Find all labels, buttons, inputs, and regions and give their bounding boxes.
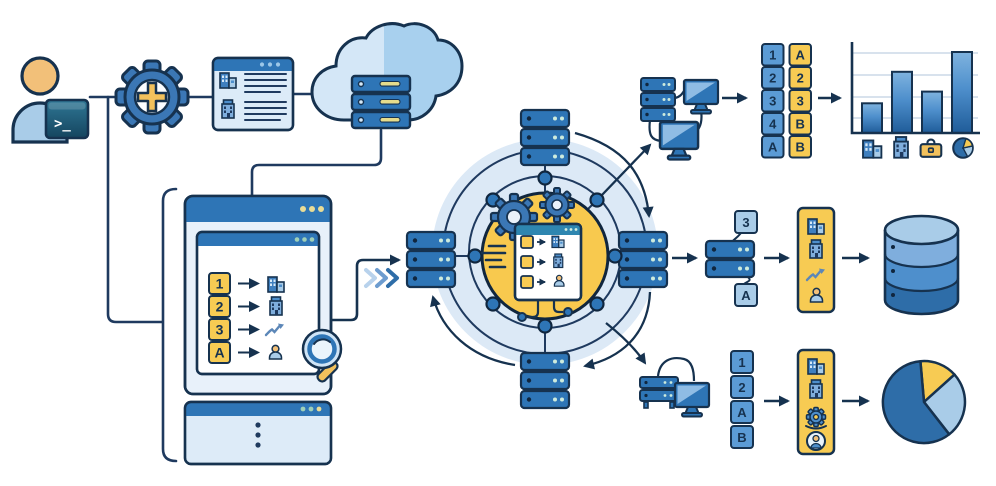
person-circle-icon bbox=[806, 431, 826, 451]
monitor-icon bbox=[658, 120, 700, 161]
list-row: 1 bbox=[208, 272, 285, 295]
entity-card bbox=[796, 206, 836, 314]
office-building-icon bbox=[809, 239, 823, 259]
column-cell: 2 bbox=[769, 71, 776, 86]
column-cell: 1 bbox=[769, 48, 776, 63]
office-building-icon bbox=[269, 296, 283, 316]
briefcase-icon bbox=[919, 138, 943, 158]
list-key-badge: 1 bbox=[216, 276, 224, 292]
window-dots bbox=[300, 406, 322, 412]
pie-slice-primary bbox=[881, 359, 951, 445]
export-arrow bbox=[331, 254, 401, 322]
profile-card bbox=[796, 348, 836, 456]
arrow-to-network bbox=[600, 143, 652, 197]
column-cell: 4 bbox=[769, 117, 777, 132]
tagged-server: 3 A bbox=[704, 210, 758, 307]
database-icon bbox=[883, 214, 960, 316]
window-dots bbox=[294, 237, 315, 242]
list-row: A bbox=[208, 341, 283, 364]
collapsed-window bbox=[183, 400, 333, 466]
column-cell: 3 bbox=[769, 94, 776, 109]
bars bbox=[861, 51, 973, 135]
office-building-icon bbox=[221, 99, 235, 119]
column-cell: B bbox=[796, 117, 805, 132]
automation-icon bbox=[805, 406, 827, 430]
merge-right-column: A 2 3 B B bbox=[788, 43, 812, 159]
chart-axes bbox=[850, 42, 980, 135]
server-icon bbox=[640, 77, 676, 122]
record-cell: B bbox=[737, 430, 746, 445]
office-building-icon bbox=[893, 136, 909, 159]
cloud-icon bbox=[310, 22, 464, 130]
workstation-icon bbox=[639, 357, 711, 418]
app-card-icon bbox=[211, 56, 295, 132]
cloud-server-icon bbox=[350, 74, 412, 130]
record-list-column: 1 2 A B bbox=[730, 350, 754, 449]
core-window-icon bbox=[513, 222, 583, 302]
hub-server-bottom bbox=[519, 351, 571, 410]
bar-rect bbox=[861, 102, 883, 135]
window-dots bbox=[259, 62, 281, 67]
hub-server-top bbox=[519, 108, 571, 167]
building-icon bbox=[862, 139, 883, 159]
terminal-icon: >_ bbox=[44, 98, 90, 140]
terminal-prompt: >_ bbox=[54, 116, 71, 132]
pie-icon bbox=[952, 137, 974, 159]
column-cell: B bbox=[796, 140, 805, 155]
source-window: 1 2 3 A bbox=[183, 194, 343, 396]
column-cell: A bbox=[796, 48, 806, 63]
window-dots bbox=[300, 206, 324, 212]
processing-hub bbox=[405, 108, 669, 410]
server-icon bbox=[704, 239, 756, 279]
bar-rect bbox=[951, 51, 973, 134]
connector-cloud-to-window bbox=[250, 128, 383, 197]
gear-plus-icon bbox=[114, 59, 190, 135]
text-lines bbox=[244, 73, 287, 121]
merge-left-column: 1 2 3 4 A bbox=[761, 43, 785, 159]
hub-server-right bbox=[617, 230, 669, 289]
record-cell: 1 bbox=[738, 355, 745, 370]
group-bracket bbox=[161, 187, 178, 463]
tag-badge: 3 bbox=[742, 215, 749, 230]
list-row: 3 bbox=[208, 318, 286, 341]
office-building-icon bbox=[809, 379, 823, 399]
bar-rect bbox=[891, 70, 913, 135]
record-cell: 2 bbox=[738, 380, 745, 395]
connector-actor-to-gear bbox=[88, 92, 383, 463]
arrow-to-workstation bbox=[605, 322, 647, 365]
pie-slice-secondary bbox=[922, 373, 967, 436]
office-building-icon bbox=[553, 253, 564, 269]
monitor-icon bbox=[673, 381, 711, 418]
chevrons-icon bbox=[364, 268, 399, 288]
circuit-traces bbox=[517, 300, 573, 322]
pie-chart bbox=[881, 359, 967, 445]
network-cluster-icon bbox=[640, 77, 720, 161]
bar-chart bbox=[850, 42, 980, 159]
server-icon bbox=[639, 376, 679, 409]
speed-lines bbox=[480, 244, 507, 269]
hub-flow-arrows bbox=[430, 131, 654, 370]
tag-badge: A bbox=[741, 288, 751, 303]
list-key-badge: 3 bbox=[216, 322, 224, 338]
user-head bbox=[20, 56, 60, 96]
merge-columns: 1 2 3 4 A A 2 3 B B bbox=[761, 43, 812, 159]
record-cell: A bbox=[737, 405, 747, 420]
core-gear-small-icon bbox=[539, 187, 575, 223]
list-key-badge: A bbox=[214, 345, 224, 361]
plus-icon bbox=[136, 81, 168, 113]
bar-rect bbox=[921, 90, 943, 134]
mapping-list: 1 2 3 A bbox=[208, 272, 286, 364]
magnifier-icon bbox=[301, 328, 343, 383]
column-cell: 2 bbox=[797, 71, 804, 86]
list-row: 2 bbox=[208, 295, 283, 318]
monitor-icon bbox=[682, 78, 720, 115]
hub-server-left bbox=[405, 230, 457, 289]
inner-window: 1 2 3 A bbox=[195, 230, 321, 376]
column-cell: 3 bbox=[797, 94, 804, 109]
ellipsis-icon bbox=[255, 422, 261, 448]
list-key-badge: 2 bbox=[216, 299, 224, 315]
column-cell: A bbox=[768, 140, 778, 155]
